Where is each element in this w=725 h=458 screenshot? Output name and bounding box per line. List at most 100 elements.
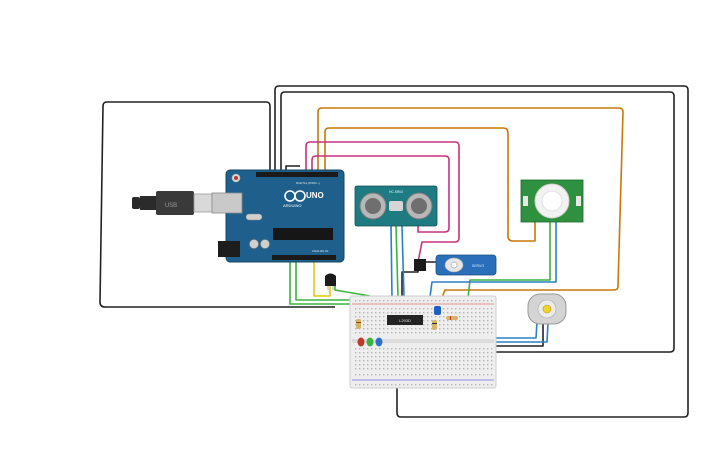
wire-magenta-outer[interactable] [305, 141, 460, 263]
breadboard-hole [367, 320, 369, 322]
breadboard-hole [479, 374, 481, 376]
atmega-chip [273, 228, 333, 240]
pir-motion-sensor[interactable]: PIR [520, 179, 584, 223]
wire-blue-pir[interactable] [429, 222, 557, 298]
breadboard-hole [467, 360, 469, 362]
breadboard-hole [383, 368, 385, 370]
breadboard-hole [383, 320, 385, 322]
breadboard-hole [399, 356, 401, 358]
breadboard-hole [387, 368, 389, 370]
breadboard-hole [447, 320, 449, 322]
ultrasonic-sensor[interactable]: HC-SR04 [354, 185, 438, 227]
breadboard-hole [463, 348, 465, 350]
wire-magenta-inner[interactable] [311, 155, 450, 233]
breadboard-hole [459, 356, 461, 358]
breadboard-hole [479, 356, 481, 358]
breadboard-hole [371, 324, 373, 326]
breadboard-hole [471, 316, 473, 318]
breadboard-hole [467, 364, 469, 366]
breadboard-hole [367, 368, 369, 370]
breadboard-hole [471, 328, 473, 330]
breadboard[interactable] [349, 295, 497, 389]
breadboard-hole [375, 324, 377, 326]
led-red[interactable] [357, 337, 365, 347]
breadboard-hole [475, 300, 477, 302]
analog-header[interactable] [272, 255, 336, 260]
breadboard-hole [383, 348, 385, 350]
breadboard-hole [423, 324, 425, 326]
breadboard-hole [443, 328, 445, 330]
breadboard-hole [399, 368, 401, 370]
breadboard-hole [483, 316, 485, 318]
breadboard-hole [447, 356, 449, 358]
breadboard-hole [447, 324, 449, 326]
breadboard-hole [471, 384, 473, 386]
breadboard-hole [431, 328, 433, 330]
wire-black-outer-top[interactable] [274, 85, 689, 418]
breadboard-hole [403, 312, 405, 314]
temperature-sensor[interactable] [325, 273, 336, 291]
wire-us-gnd[interactable] [401, 225, 405, 298]
wire-black-inner-top[interactable] [280, 91, 675, 353]
breadboard-hole [423, 352, 425, 354]
breadboard-hole [387, 384, 389, 386]
breadboard-hole [487, 320, 489, 322]
breadboard-hole [371, 368, 373, 370]
transistor[interactable] [434, 306, 441, 315]
breadboard-hole [491, 360, 493, 362]
breadboard-hole [367, 328, 369, 330]
breadboard-hole [359, 364, 361, 366]
breadboard-hole [423, 320, 425, 322]
wire-black-left-loop[interactable] [99, 101, 335, 308]
breadboard-hole [423, 332, 425, 334]
breadboard-hole [439, 374, 441, 376]
breadboard-hole [423, 316, 425, 318]
digital-header[interactable] [256, 172, 338, 177]
breadboard-hole [459, 320, 461, 322]
arduino-uno-board[interactable]: UNO ARDUINO DIGITAL (PWM ~) ANALOG IN [211, 169, 345, 263]
breadboard-hole [471, 360, 473, 362]
breadboard-hole [431, 364, 433, 366]
breadboard-hole [391, 308, 393, 310]
wire-orange-outer[interactable] [317, 107, 624, 316]
servo-motor[interactable]: SERVO [414, 254, 497, 276]
breadboard-hole [443, 368, 445, 370]
breadboard-hole [487, 374, 489, 376]
breadboard-hole [415, 348, 417, 350]
breadboard-hole [491, 384, 493, 386]
led-blue[interactable] [375, 337, 383, 347]
wire-green-pir[interactable] [467, 222, 551, 299]
breadboard-hole [451, 364, 453, 366]
wire-us-echo[interactable] [395, 225, 399, 298]
digital-label: DIGITAL (PWM ~) [296, 181, 320, 185]
breadboard-hole [383, 312, 385, 314]
breadboard-hole [411, 348, 413, 350]
breadboard-hole [447, 308, 449, 310]
breadboard-hole [443, 374, 445, 376]
usb-label: USB [165, 203, 177, 209]
wire-green-sensor[interactable] [334, 286, 371, 297]
breadboard-hole [391, 348, 393, 350]
resistor-3[interactable] [446, 316, 458, 320]
breadboard-hole [491, 348, 493, 350]
motor-driver-ic[interactable]: L293D [387, 315, 423, 325]
wire-us-trig[interactable] [390, 225, 393, 298]
wire-orange-pir[interactable] [324, 127, 536, 242]
breadboard-hole [475, 364, 477, 366]
breadboard-hole [467, 384, 469, 386]
breadboard-hole [359, 348, 361, 350]
breadboard-hole [431, 300, 433, 302]
breadboard-hole [423, 308, 425, 310]
resistor-2[interactable] [432, 320, 437, 330]
breadboard-hole [367, 332, 369, 334]
resistor-1[interactable] [356, 319, 361, 329]
breadboard-hole [363, 368, 365, 370]
led-green[interactable] [366, 337, 374, 347]
breadboard-hole [475, 348, 477, 350]
wire-yellow[interactable] [313, 262, 331, 297]
breadboard-hole [471, 356, 473, 358]
breadboard-hole [391, 384, 393, 386]
breadboard-hole [423, 356, 425, 358]
dc-motor[interactable] [527, 293, 567, 325]
breadboard-hole [459, 348, 461, 350]
